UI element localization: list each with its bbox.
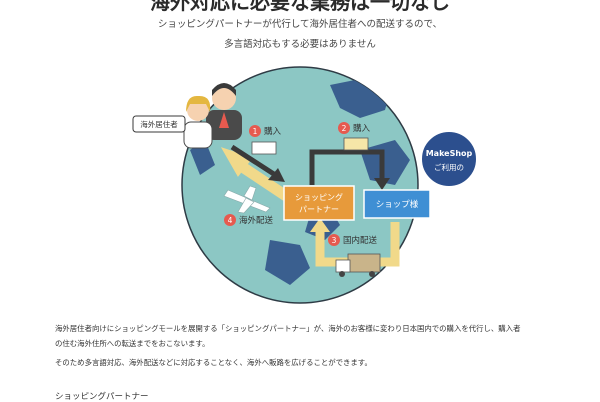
shop-box-label: ショップ様	[376, 199, 419, 210]
overseas-resident-label-box	[132, 115, 186, 133]
page-title: 海外対応に必要な業務は一切なし	[150, 0, 450, 14]
step-3-number: 3	[332, 236, 337, 245]
makeshop-badge	[420, 130, 478, 188]
subtitle-line-1: ショッピングパートナーが代行して海外居住者への配送するので、	[157, 19, 443, 30]
section-heading: ショッピングパートナー	[55, 392, 149, 402]
step-1-number: 1	[253, 127, 258, 136]
step-3-badge	[328, 234, 340, 246]
purchase-arrow-2-head	[374, 178, 390, 190]
shopping-partner-line-1: ショッピング	[295, 192, 343, 202]
step-4-number: 4	[228, 216, 233, 225]
makeshop-brand: MakeShop	[426, 149, 473, 158]
step-4-badge	[224, 214, 236, 226]
shop-box	[363, 189, 431, 219]
domestic-shipping-arrowhead	[310, 218, 330, 232]
description-paragraph-line-2: の住む海外住所への転送までをおこないます。	[55, 339, 210, 348]
shopping-partner-line-2: パートナー	[299, 205, 339, 214]
truck-icon	[335, 253, 381, 277]
overseas-resident-people-icon	[183, 83, 242, 149]
step-2-label: 購入	[353, 123, 371, 134]
money-bill-icon-2	[343, 137, 369, 151]
description-paragraph-line-1: 海外居住者向けにショッピングモールを展開する「ショッピングパートナー」が、海外の…	[55, 324, 521, 333]
shopping-partner-box	[283, 185, 355, 221]
step-2-badge	[338, 122, 350, 134]
overseas-resident-label: 海外居住者	[140, 119, 178, 129]
money-bill-icon-1	[251, 141, 277, 155]
purchase-arrow-1	[230, 144, 285, 182]
description-paragraph-line-3: そのため多言語対応、海外配送などに対応することなく、海外へ販路を広げることができ…	[55, 358, 372, 367]
step-2-number: 2	[342, 124, 347, 133]
subtitle-line-2: 多言語対応もする必要はありません	[224, 39, 376, 50]
makeshop-usage-label: ご利用の	[434, 162, 464, 172]
step-4-label: 海外配送	[239, 215, 274, 226]
step-3-label: 国内配送	[343, 235, 378, 246]
step-1-label: 購入	[264, 126, 282, 137]
service-flow-diagram: 海外居住者 1 購入 2 購入 4 海外配送 ショッピング パートナー ショップ…	[132, 66, 478, 304]
airplane-icon	[223, 185, 271, 214]
purchase-arrow-2	[309, 149, 385, 185]
step-1-badge	[249, 125, 261, 137]
